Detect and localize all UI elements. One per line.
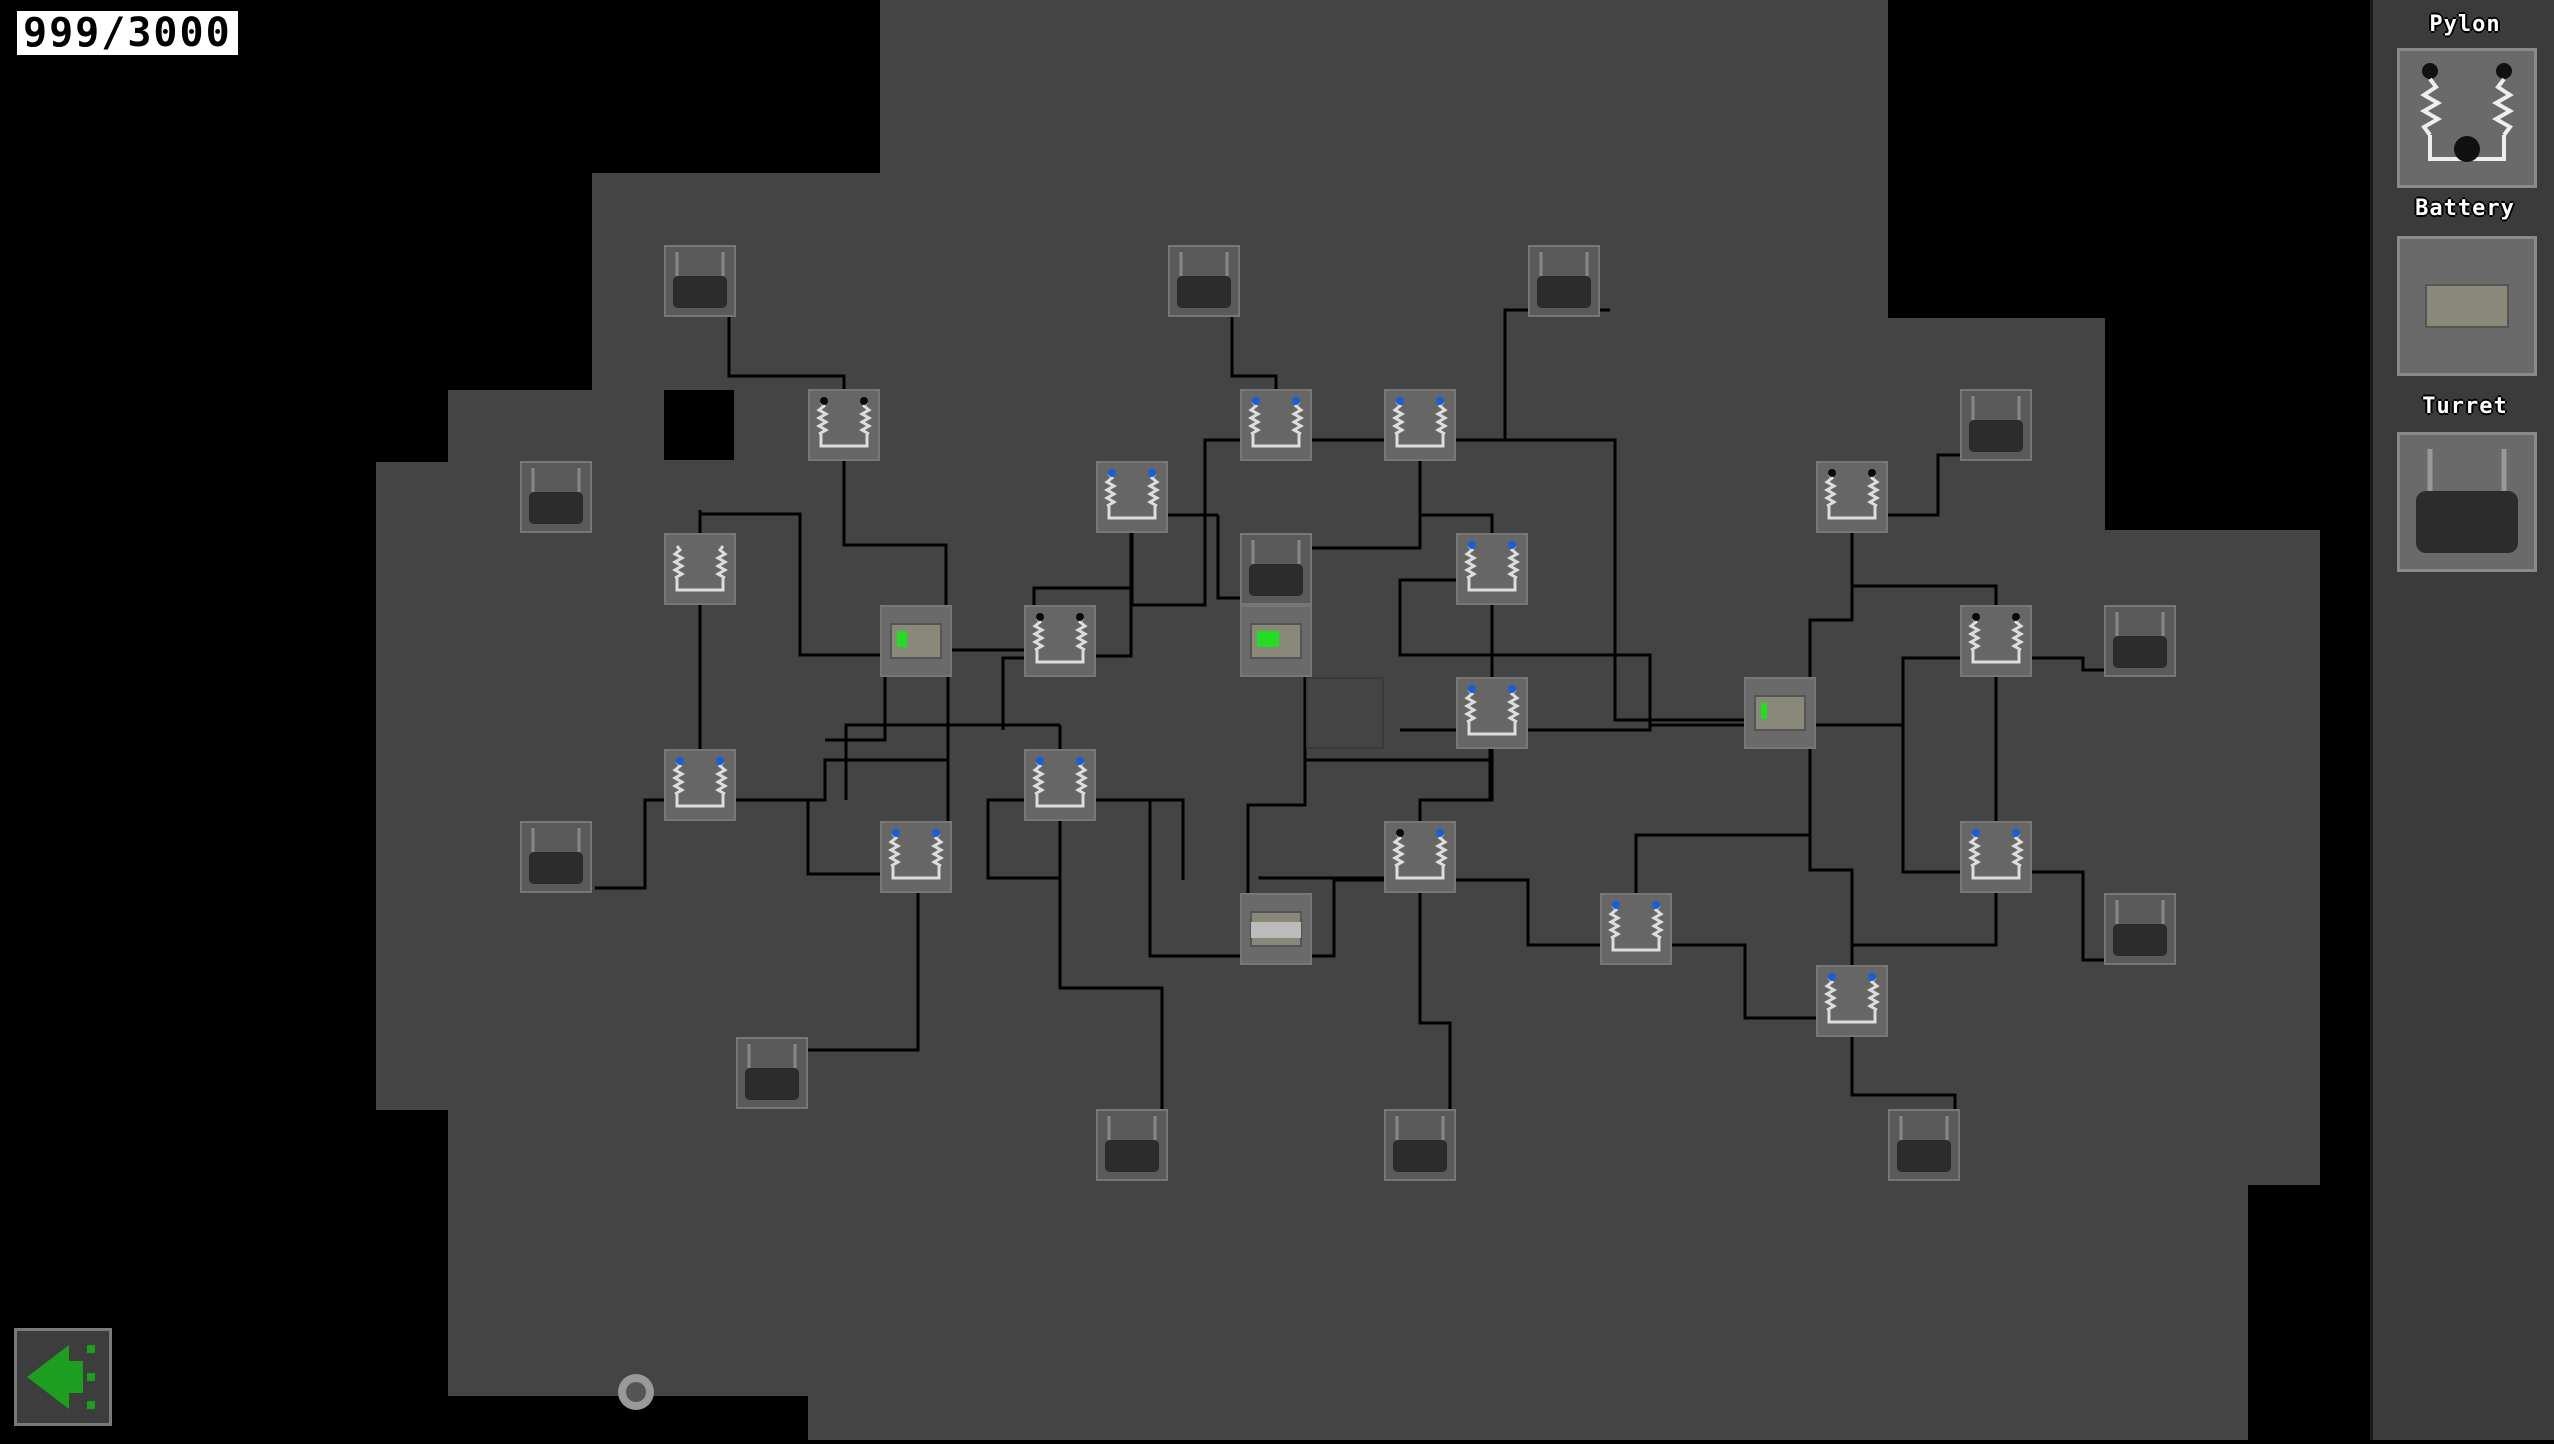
pylon[interactable] [1023, 604, 1097, 678]
pylon[interactable] [1815, 460, 1889, 534]
pylon[interactable] [1455, 676, 1529, 750]
turret[interactable] [519, 460, 593, 534]
battery[interactable] [1744, 677, 1816, 749]
palette-pylon-button[interactable] [2397, 48, 2537, 188]
turret[interactable] [1887, 1108, 1961, 1182]
pylon[interactable] [1959, 820, 2033, 894]
build-palette: Pylon Battery Turret [2370, 0, 2554, 1440]
empty-slot[interactable] [1306, 677, 1384, 749]
battery-icon [2425, 284, 2509, 328]
pylon[interactable] [807, 388, 881, 462]
pylon[interactable] [1455, 532, 1529, 606]
turret[interactable] [519, 820, 593, 894]
turret[interactable] [1383, 1108, 1457, 1182]
pylon-icon [2419, 63, 2515, 162]
turret-icon [2416, 449, 2518, 553]
turret[interactable] [1959, 388, 2033, 462]
back-arrow-icon [27, 1345, 95, 1409]
pylon[interactable] [1599, 892, 1673, 966]
palette-battery-button[interactable] [2397, 236, 2537, 376]
turret[interactable] [1527, 244, 1601, 318]
turret[interactable] [1095, 1108, 1169, 1182]
pylon[interactable] [1239, 388, 1313, 462]
back-button[interactable] [14, 1328, 112, 1426]
battery[interactable] [1240, 605, 1312, 677]
pylon[interactable] [1023, 748, 1097, 822]
pylon[interactable] [1383, 820, 1457, 894]
pylon[interactable] [663, 748, 737, 822]
pylon[interactable] [1095, 460, 1169, 534]
palette-turret-button[interactable] [2397, 432, 2537, 572]
pylon[interactable] [663, 532, 737, 606]
turret[interactable] [2103, 892, 2177, 966]
pylon[interactable] [879, 820, 953, 894]
energy-counter: 999/3000 [14, 8, 241, 58]
turret[interactable] [663, 244, 737, 318]
battery[interactable] [1240, 893, 1312, 965]
battery[interactable] [880, 605, 952, 677]
pylon[interactable] [1815, 964, 1889, 1038]
turret[interactable] [1167, 244, 1241, 318]
turret[interactable] [2103, 604, 2177, 678]
pylon[interactable] [1383, 388, 1457, 462]
turret[interactable] [735, 1036, 809, 1110]
pylon[interactable] [1959, 604, 2033, 678]
palette-label-turret: Turret [2422, 394, 2508, 419]
floor-map [376, 0, 2320, 1440]
palette-label-pylon: Pylon [2429, 12, 2501, 37]
game-board[interactable] [0, 0, 2370, 1440]
turret[interactable] [1239, 532, 1313, 606]
palette-label-battery: Battery [2415, 196, 2515, 221]
enemy-drone [618, 1374, 654, 1410]
